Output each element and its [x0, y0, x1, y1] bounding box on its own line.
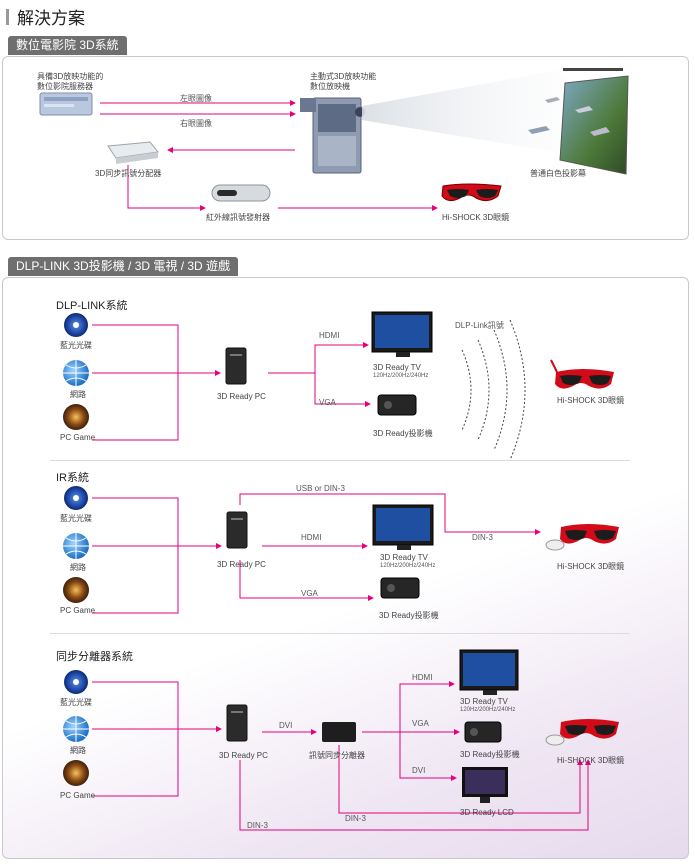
right-eye-label: 右眼圖像 [180, 119, 212, 128]
sync-glasses-label: Hi-SHOCK 3D眼鏡 [557, 756, 625, 765]
sync-dvi2-label: DVI [412, 766, 426, 775]
sync-vga-label: VGA [412, 719, 429, 728]
sync-lcd-label: 3D Ready LCD [460, 808, 514, 817]
sync-tv-hz-label: 120Hz/200Hz/240Hz [460, 707, 516, 713]
sync-din3-b-label: DIN-3 [345, 814, 366, 823]
sync-dvi-label: DVI [279, 721, 293, 730]
divider-1 [50, 460, 630, 461]
ir-system-title: IR系統 [56, 472, 89, 484]
sync-tv-label: 3D Ready TV [460, 697, 508, 706]
screen-label: 普通白色投影幕 [530, 169, 586, 178]
sync-din3-a-label: DIN-3 [247, 821, 268, 830]
ir-pcgame-label: PC Game [60, 606, 96, 615]
dlp-pc-label: 3D Ready PC [217, 392, 266, 401]
ir-network-label: 網路 [70, 563, 86, 572]
section1-tab: 數位電影院 3D系統 [8, 36, 127, 55]
title-bar [6, 8, 9, 25]
ir-projector-label: 3D Ready投影機 [379, 611, 439, 620]
left-eye-label: 左眼圖像 [180, 94, 212, 103]
page-title: 解決方案 [6, 4, 85, 29]
ir-tv-label: 3D Ready TV [380, 553, 428, 562]
section2-tab: DLP-LINK 3D投影機 / 3D 電視 / 3D 遊戲 [8, 257, 239, 276]
page-title-text: 解決方案 [17, 9, 85, 28]
glasses-label-s1: Hi-SHOCK 3D眼鏡 [442, 213, 510, 222]
ir-glasses-label: Hi-SHOCK 3D眼鏡 [557, 562, 625, 571]
dlp-bluray-label: 藍光光碟 [60, 341, 92, 350]
ir-hdmi-label: HDMI [301, 533, 322, 542]
sync-pc-label: 3D Ready PC [219, 751, 268, 760]
projector-label: 主動式3D放映功能 數位放映機 [310, 72, 377, 91]
divider-2 [50, 633, 630, 634]
dlp-system-title: DLP-LINK系統 [56, 300, 128, 312]
sync-splitter-label: 訊號同步分離器 [309, 751, 365, 760]
sync-network-label: 網路 [70, 746, 86, 755]
sync-bluray-label: 藍光光碟 [60, 698, 92, 707]
dlp-vga-label: VGA [319, 398, 336, 407]
server-label: 具備3D放映功能的 數位影院服務器 [37, 72, 104, 91]
dlp-tv-hz-label: 120Hz/200Hz/240Hz [373, 373, 429, 379]
sync-projector-label: 3D Ready投影機 [460, 750, 520, 759]
dlp-projector-label: 3D Ready投影機 [373, 429, 433, 438]
ir-usb-label: USB or DIN-3 [296, 484, 345, 493]
ir-din3-label: DIN-3 [472, 533, 493, 542]
sync-hdmi-label: HDMI [412, 673, 433, 682]
ir-tv-hz-label: 120Hz/200Hz/240Hz [380, 563, 436, 569]
dlp-network-label: 網路 [70, 390, 86, 399]
ir-bluray-label: 藍光光碟 [60, 514, 92, 523]
sync-system-title: 同步分離器系統 [56, 651, 133, 663]
dlp-tv-label: 3D Ready TV [373, 363, 421, 372]
sync-splitter-label: 3D同步訊號分配器 [95, 169, 162, 178]
dlp-hdmi-label: HDMI [319, 331, 340, 340]
sync-pcgame-label: PC Game [60, 791, 96, 800]
ir-pc-label: 3D Ready PC [217, 560, 266, 569]
ir-vga-label: VGA [301, 589, 318, 598]
dlp-pcgame-label: PC Game [60, 433, 96, 442]
ir-emitter-label: 紅外線訊號發射器 [206, 213, 270, 222]
dlp-glasses-label: Hi-SHOCK 3D眼鏡 [557, 396, 625, 405]
dlp-signal-label: DLP-Link訊號 [455, 321, 504, 330]
